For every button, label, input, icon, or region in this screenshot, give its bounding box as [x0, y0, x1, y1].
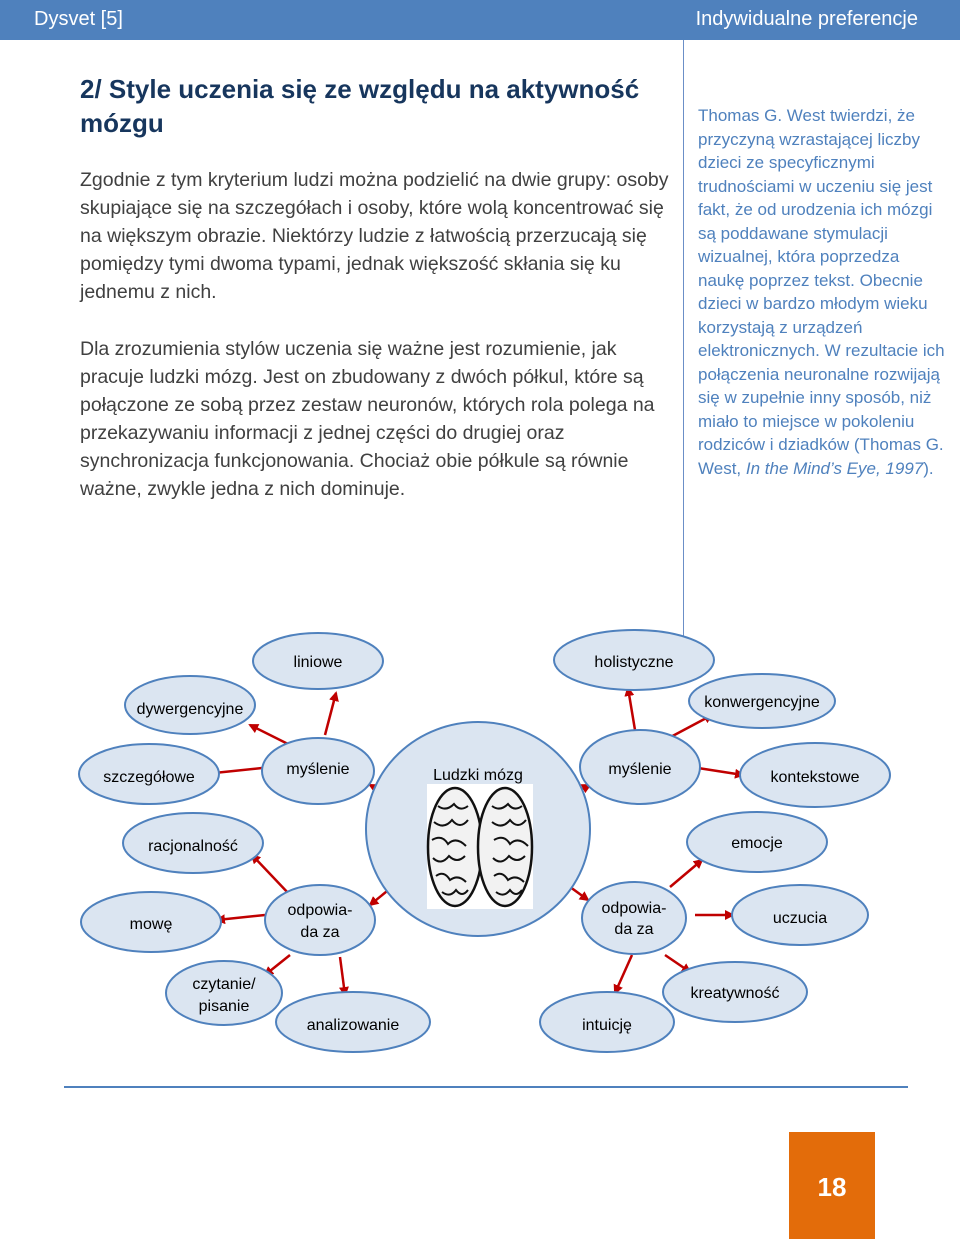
- node-kreatywnosc: [662, 961, 808, 1023]
- header-right-title: Indywidualne preferencje: [695, 8, 918, 30]
- arrow-to-racjonalnosc: [250, 853, 291, 896]
- node-analizowanie: [275, 991, 431, 1053]
- arrow-to-mowe: [215, 913, 266, 925]
- label-konwergencyjne: konwergencyjne: [704, 694, 820, 711]
- node-uczucia: [731, 884, 869, 946]
- node-holistyczne: [553, 629, 715, 691]
- paragraph-2: Dla zrozumienia stylów uczenia się ważne…: [80, 338, 655, 500]
- footer-rule: [64, 1086, 908, 1088]
- label-szczegolowe: szczegółowe: [103, 769, 195, 786]
- label-holistyczne: holistyczne: [594, 654, 673, 671]
- label-emocje: emocje: [731, 835, 783, 852]
- arrow-to-liniowe: [323, 691, 339, 736]
- label-liniowe: liniowe: [294, 654, 343, 671]
- label-right-responsible-1: odpowia-: [602, 900, 667, 917]
- label-kontekstowe: kontekstowe: [771, 769, 860, 786]
- page-header: Dysvet [5] Indywidualne preferencje: [0, 0, 960, 40]
- label-left-responsible-2: da za: [300, 924, 339, 941]
- label-left-thinking: myślenie: [286, 761, 349, 778]
- arrow-to-holistyczne: [624, 686, 637, 731]
- label-dywergencyjne: dywergencyjne: [137, 701, 244, 718]
- label-mowe: mowę: [130, 916, 173, 933]
- node-dywergencyjne: [124, 675, 256, 735]
- node-kontekstowe: [739, 742, 891, 808]
- header-left-title: Dysvet [5]: [34, 8, 123, 30]
- node-right-thinking: [579, 729, 701, 805]
- label-right-responsible-2: da za: [614, 921, 653, 938]
- section-heading: 2/ Style uczenia się ze względu na aktyw…: [80, 74, 640, 138]
- sidebar-divider: [683, 40, 684, 657]
- sidebar-book-title: In the Mind’s Eye, 1997: [745, 458, 924, 478]
- sidebar-text: Thomas G. West twierdzi, że przyczyną wz…: [698, 106, 945, 478]
- brain-icon: [426, 784, 534, 909]
- label-right-thinking: myślenie: [608, 761, 671, 778]
- page-number-box: [789, 1132, 875, 1239]
- node-right-responsible: [581, 881, 687, 955]
- arrow-to-czytanie: [263, 954, 291, 977]
- label-czytanie-2: pisanie: [199, 998, 250, 1015]
- label-intuicje: intuicję: [582, 1017, 632, 1034]
- node-left-thinking: [261, 737, 375, 805]
- sidebar-quote: Thomas G. West twierdzi, że przyczyną wz…: [698, 104, 948, 480]
- label-racjonalnosc: racjonalność: [148, 838, 238, 855]
- label-kreatywnosc: kreatywność: [691, 985, 780, 1002]
- arrow-to-dywergencyjne: [248, 723, 291, 747]
- node-konwergencyjne: [688, 673, 836, 729]
- sidebar-text-end: ).: [923, 458, 934, 478]
- node-racjonalnosc: [122, 812, 264, 874]
- label-left-responsible-1: odpowia-: [288, 902, 353, 919]
- node-emocje: [686, 811, 828, 873]
- arrow-to-kontekstowe: [697, 766, 745, 779]
- node-szczegolowe: [78, 743, 220, 805]
- label-uczucia: uczucia: [773, 910, 827, 927]
- paragraph-1: Zgodnie z tym kryterium ludzi można podz…: [80, 169, 669, 303]
- arrow-to-emocje: [669, 858, 704, 888]
- brain-mind-map: liniowe holistyczne dywergencyjne konwer…: [78, 629, 891, 1053]
- arrow-to-intuicje: [613, 954, 634, 995]
- node-left-responsible: [264, 884, 376, 956]
- label-brain: Ludzki mózg: [433, 767, 523, 784]
- node-czytanie: [165, 960, 283, 1026]
- node-mowe: [80, 891, 222, 953]
- label-analizowanie: analizowanie: [307, 1017, 400, 1034]
- page-number: 18: [817, 1172, 847, 1202]
- label-czytanie-1: czytanie/: [192, 976, 256, 993]
- node-intuicje: [539, 991, 675, 1053]
- node-liniowe: [252, 632, 384, 690]
- arrow-to-analizowanie: [338, 956, 349, 997]
